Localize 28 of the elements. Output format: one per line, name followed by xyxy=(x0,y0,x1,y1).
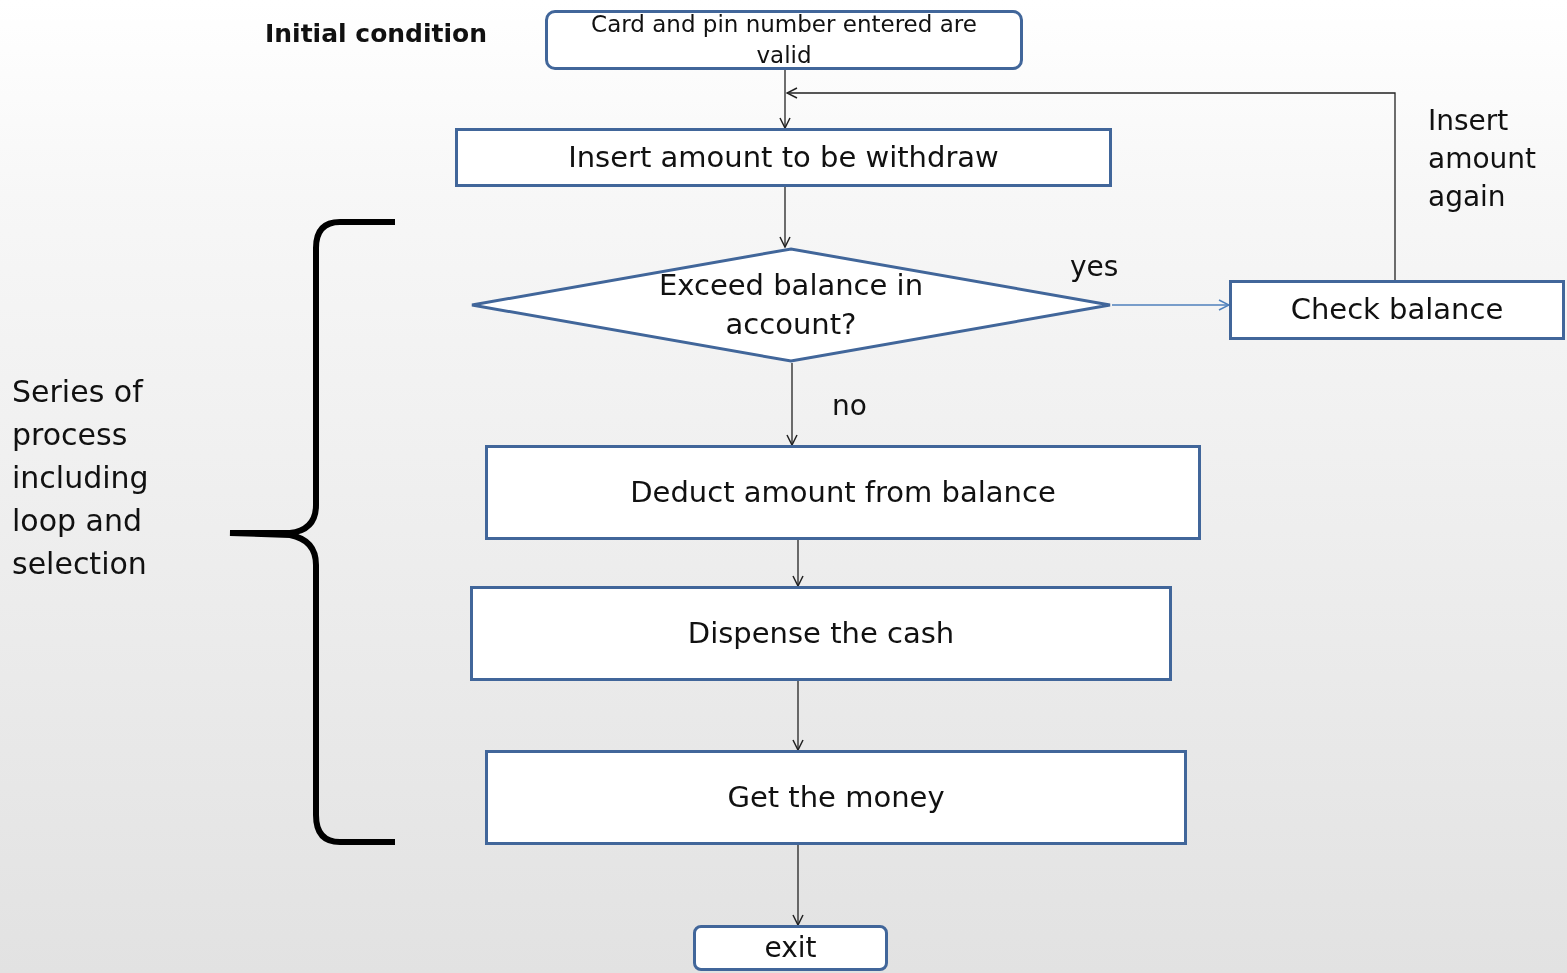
process-box xyxy=(455,128,1112,187)
node-text: Exceed balance in account? xyxy=(657,266,925,343)
node-text: Insert amount to be withdraw xyxy=(568,138,999,176)
node-text: Get the money xyxy=(727,778,945,816)
condition-label: Initial condition xyxy=(265,18,489,50)
arrow xyxy=(792,680,804,751)
edge-label: Insert amount again xyxy=(1428,103,1538,215)
node-text: Dispense the cash xyxy=(687,614,955,652)
process-box xyxy=(485,445,1201,540)
arrow xyxy=(779,69,791,129)
node-text: exit xyxy=(764,930,817,967)
arrow xyxy=(792,539,804,587)
terminal-box xyxy=(545,10,1023,70)
process-box xyxy=(1229,280,1565,340)
terminal-box xyxy=(693,925,888,971)
edge-label: no xyxy=(832,388,868,424)
bracket-label: Series of process including loop and selection xyxy=(12,373,150,583)
node-text: Check balance xyxy=(1290,291,1504,329)
process-box xyxy=(470,586,1172,681)
arrow xyxy=(779,186,791,248)
process-box xyxy=(485,750,1187,845)
arrow xyxy=(792,844,804,926)
edge-label: yes xyxy=(1070,249,1120,285)
arrow xyxy=(786,87,1396,281)
arrow xyxy=(1111,299,1230,311)
node-text: Deduct amount from balance xyxy=(630,473,1056,511)
arrow xyxy=(786,362,798,446)
node-text: Card and pin number entered are valid xyxy=(590,9,978,70)
